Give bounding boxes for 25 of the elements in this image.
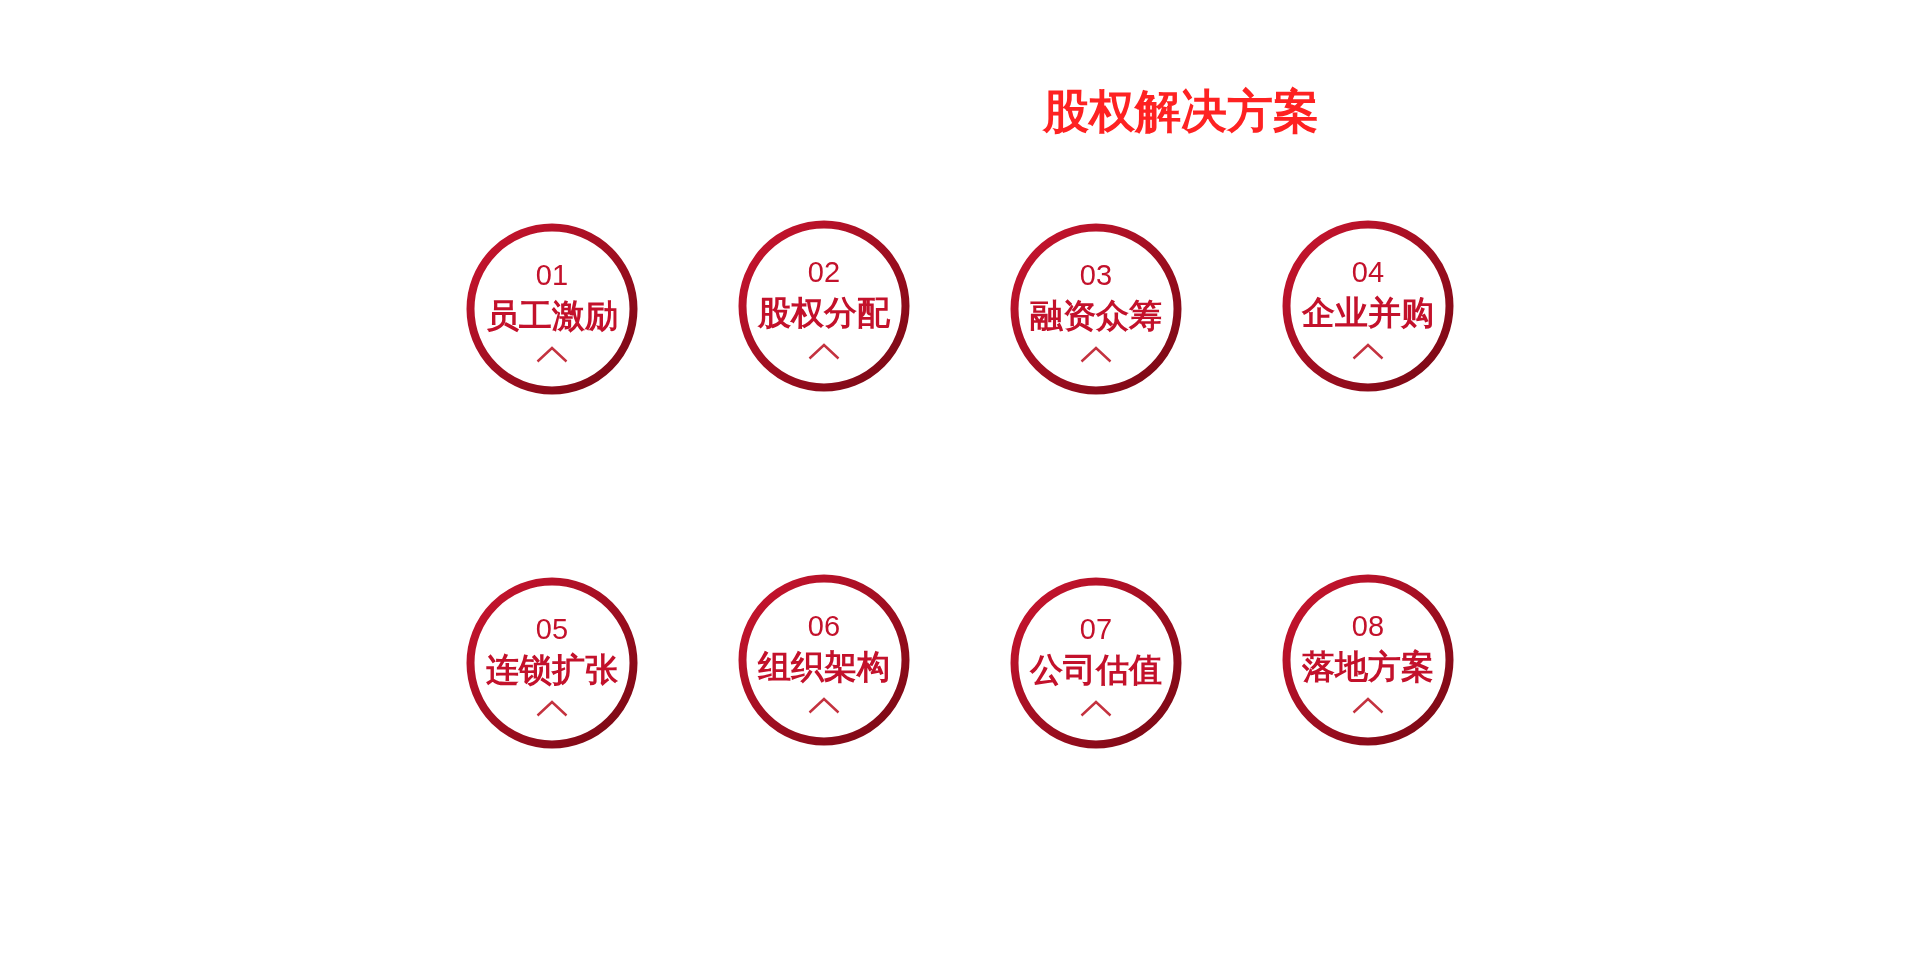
step-number: 06 [807, 612, 841, 641]
circle-node [1010, 223, 1182, 395]
step-number: 08 [1351, 612, 1385, 641]
step-number: 02 [807, 258, 841, 287]
step-number: 05 [535, 615, 569, 644]
step-number: 04 [1351, 258, 1385, 287]
circle-node [466, 577, 638, 749]
step-title: 公司估值 [1030, 650, 1162, 690]
step-number: 07 [1079, 615, 1113, 644]
step-number: 03 [1079, 261, 1113, 290]
step-title: 股权分配 [758, 293, 890, 333]
step-title: 落地方案 [1302, 647, 1434, 687]
step-title: 员工激励 [486, 296, 618, 336]
title: 股权解决方案 [1043, 88, 1319, 134]
circle-node [466, 223, 638, 395]
circle-node [1010, 577, 1182, 749]
step-title: 融资众筹 [1030, 296, 1162, 336]
circle-node [1282, 220, 1454, 392]
circle-node [738, 574, 910, 746]
step-number: 01 [535, 261, 569, 290]
circle-node [738, 220, 910, 392]
step-title: 组织架构 [758, 647, 890, 687]
circle-node [1282, 574, 1454, 746]
step-title: 企业并购 [1302, 293, 1434, 333]
step-title: 连锁扩张 [486, 650, 618, 690]
